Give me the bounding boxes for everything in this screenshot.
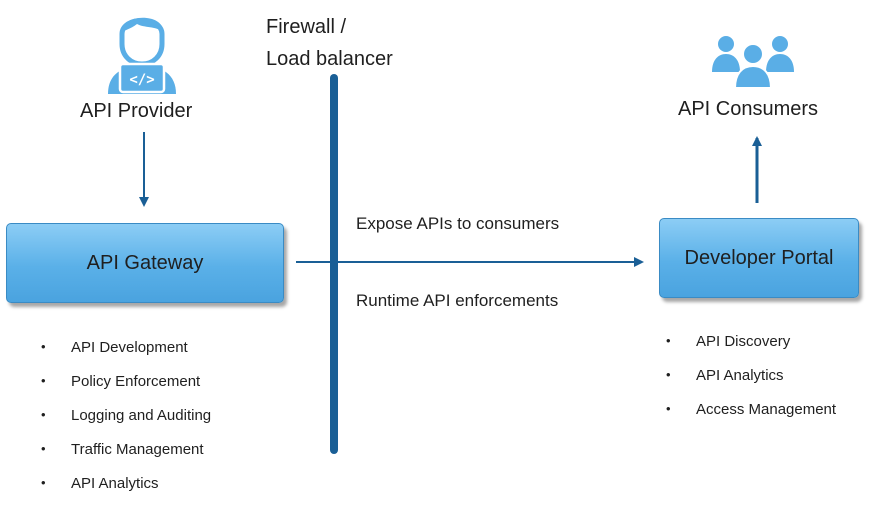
portal-feature-item: Access Management (666, 401, 836, 435)
gateway-feature-item: Policy Enforcement (41, 373, 211, 407)
gateway-feature-item: API Analytics (41, 475, 211, 509)
gateway-feature-list: API Development Policy Enforcement Loggi… (41, 339, 211, 509)
developer-laptop-icon: </> (108, 17, 176, 94)
firewall-label-line1: Firewall / (266, 16, 347, 38)
user-group-icon (712, 36, 794, 88)
portal-feature-item: API Discovery (666, 333, 836, 367)
provider-label: API Provider (80, 100, 193, 122)
expose-apis-label: Expose APIs to consumers (356, 214, 560, 233)
gateway-feature-item: Logging and Auditing (41, 407, 211, 441)
svg-text:</>: </> (129, 72, 154, 88)
api-gateway-box: API Gateway (6, 223, 284, 303)
firewall-label-line2: Load balancer (266, 48, 393, 70)
runtime-enforcement-label: Runtime API enforcements (356, 291, 559, 310)
portal-feature-item: API Analytics (666, 367, 836, 401)
consumers-label: API Consumers (678, 98, 819, 120)
api-gateway-label: API Gateway (86, 251, 204, 274)
developer-portal-box: Developer Portal (659, 218, 859, 298)
gateway-feature-item: Traffic Management (41, 441, 211, 475)
developer-portal-label: Developer Portal (684, 246, 834, 269)
portal-feature-list: API Discovery API Analytics Access Manag… (666, 333, 836, 435)
gateway-feature-item: API Development (41, 339, 211, 373)
